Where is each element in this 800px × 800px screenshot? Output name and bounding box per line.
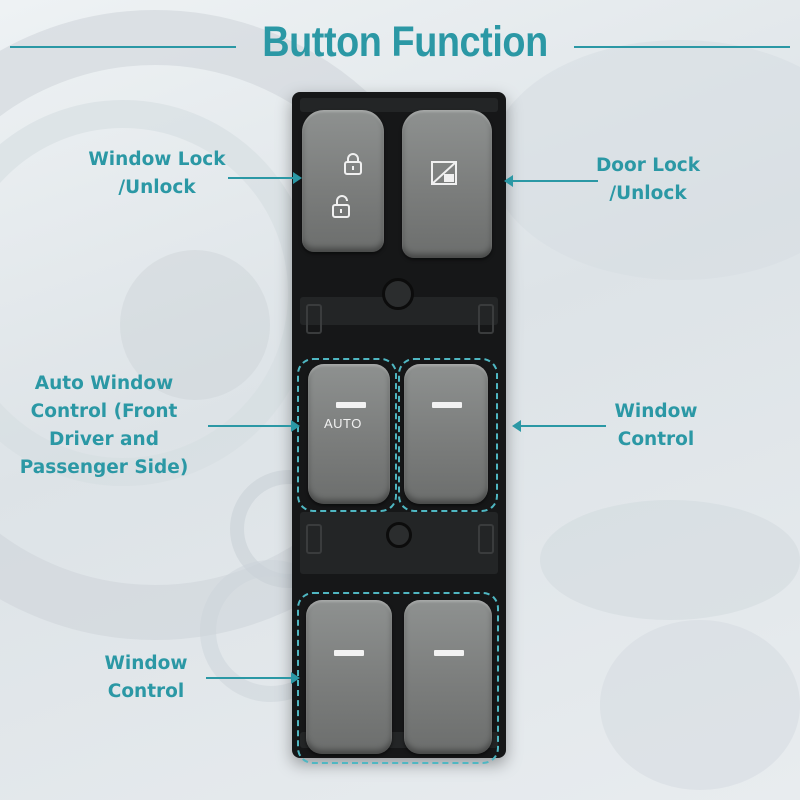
label-line: Window xyxy=(104,653,188,674)
page-title: Button Function xyxy=(262,18,548,66)
window-lock-label: Window Lock /Unlock xyxy=(72,146,242,202)
label-line: Window Lock xyxy=(88,149,226,170)
label-line: Auto Window xyxy=(34,373,174,394)
rear-left-window-button[interactable] xyxy=(306,600,392,754)
passenger-window-button[interactable] xyxy=(404,364,488,504)
rear-right-window-button[interactable] xyxy=(404,600,492,754)
label-line: Driver and xyxy=(49,429,159,450)
label-line: /Unlock xyxy=(609,183,687,204)
label-line: Control xyxy=(617,429,695,450)
label-line: Window xyxy=(614,401,698,422)
auto-window-button[interactable]: AUTO xyxy=(308,364,390,504)
lock-open-icon xyxy=(332,195,350,218)
title-rule-left xyxy=(10,46,236,48)
lock-closed-icon xyxy=(344,153,362,175)
window-indicator-mark xyxy=(334,650,364,656)
window-control-right-label: Window Control xyxy=(586,398,726,454)
door-lock-icon xyxy=(431,161,457,185)
window-control-highlight xyxy=(398,358,498,512)
label-line: Door Lock xyxy=(595,155,701,176)
window-indicator-mark xyxy=(432,402,462,408)
auto-window-arrow xyxy=(208,420,300,432)
auto-label: AUTO xyxy=(324,416,362,431)
label-line: /Unlock xyxy=(118,177,196,198)
window-control-bottom-label: Window Control xyxy=(76,650,216,706)
door-lock-label: Door Lock /Unlock xyxy=(568,152,728,208)
label-line: Control (Front xyxy=(30,401,178,422)
label-line: Passenger Side) xyxy=(19,457,189,478)
window-lock-arrow xyxy=(228,172,302,184)
window-control-bottom-arrow xyxy=(206,672,300,684)
door-lock-button[interactable] xyxy=(402,110,492,258)
auto-window-label: Auto Window Control (Front Driver and Pa… xyxy=(4,370,204,482)
title-rule-right xyxy=(574,46,790,48)
title-bar: Button Function xyxy=(0,14,800,78)
window-lock-button[interactable] xyxy=(302,110,384,252)
label-line: Control xyxy=(107,681,185,702)
window-indicator-mark xyxy=(336,402,366,408)
panel-screw xyxy=(386,522,412,548)
window-indicator-mark xyxy=(434,650,464,656)
window-control-right-arrow xyxy=(512,420,606,432)
door-lock-arrow xyxy=(504,175,598,187)
rear-window-highlight xyxy=(297,592,499,764)
panel-screw xyxy=(382,278,414,310)
auto-window-highlight xyxy=(297,358,397,512)
